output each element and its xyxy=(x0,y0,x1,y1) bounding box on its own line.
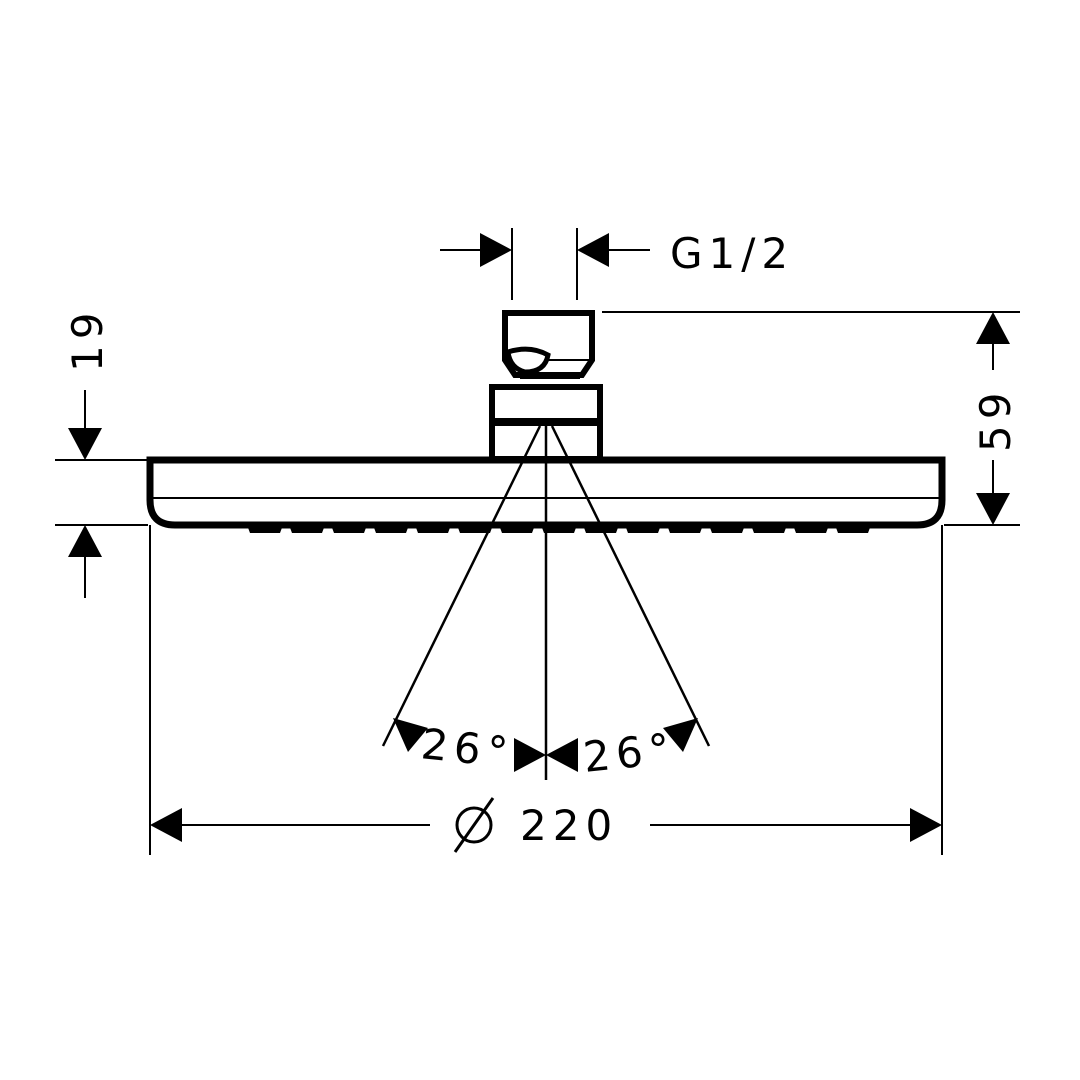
nozzle xyxy=(667,525,703,533)
arrow-right-icon xyxy=(514,738,546,772)
arrow-right-icon xyxy=(480,233,512,267)
connector-thread-mark xyxy=(505,346,551,375)
arrow-left-icon xyxy=(546,738,578,772)
nozzle xyxy=(793,525,829,533)
arrow-down-icon xyxy=(976,493,1010,525)
angle-right-label: 26° xyxy=(581,724,678,782)
nozzle-row xyxy=(247,525,871,533)
nozzle xyxy=(331,525,367,533)
spray-line-right xyxy=(550,425,711,747)
head-height-label: 19 xyxy=(63,307,112,372)
nozzle xyxy=(457,525,493,533)
nozzle xyxy=(625,525,661,533)
nozzle xyxy=(835,525,871,533)
arrow-right-icon xyxy=(910,808,942,842)
connector-band xyxy=(492,418,600,426)
arrow-up-icon xyxy=(976,312,1010,344)
angle-arrow-icon xyxy=(663,718,698,752)
nozzle xyxy=(373,525,409,533)
nozzle xyxy=(583,525,619,533)
arrow-up-icon xyxy=(68,525,102,557)
angle-left-label: 26° xyxy=(419,719,516,777)
arrow-down-icon xyxy=(68,428,102,460)
nozzle xyxy=(541,525,577,533)
spray-line-left xyxy=(381,425,542,747)
connector-nut xyxy=(502,310,595,378)
nozzle xyxy=(247,525,283,533)
nozzle xyxy=(415,525,451,533)
angle-arrow-icon xyxy=(393,718,428,752)
diameter-symbol-icon xyxy=(453,797,495,853)
total-height-label: 59 xyxy=(971,387,1020,452)
arrow-left-icon xyxy=(150,808,182,842)
diameter-label: 220 xyxy=(520,801,618,850)
shower-head-body xyxy=(146,456,946,529)
thread-size-label: G1/2 xyxy=(670,229,794,278)
nozzle xyxy=(499,525,535,533)
nozzle xyxy=(289,525,325,533)
nozzle xyxy=(751,525,787,533)
nozzle xyxy=(709,525,745,533)
arrow-left-icon xyxy=(577,233,609,267)
